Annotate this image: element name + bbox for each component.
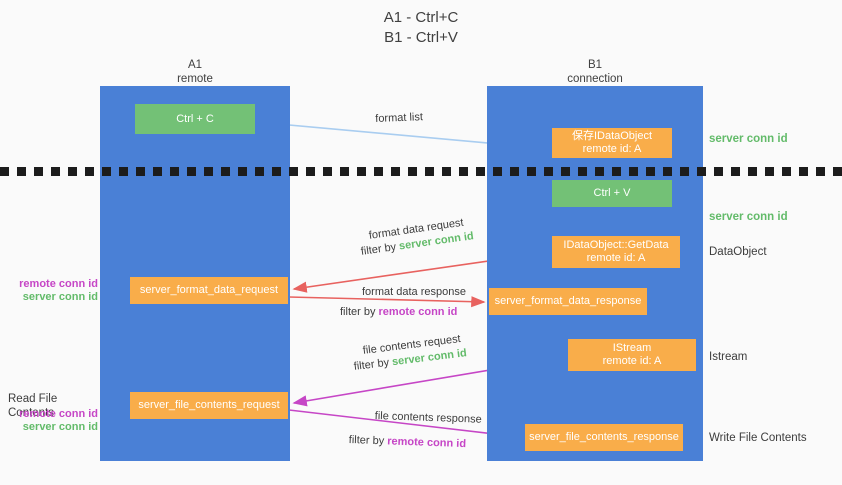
- arrow-format-data-response: [288, 296, 486, 308]
- dashed-separator-line: [0, 167, 842, 176]
- filter-prefix: filter by: [340, 306, 379, 318]
- label-conn-ids-format: remote conn id server conn id: [8, 278, 98, 304]
- arrow-label-format-data-response-filter: filter by remote conn id: [340, 305, 457, 319]
- column-header-a1: A1 remote: [177, 59, 213, 85]
- filter-key: remote conn id: [387, 435, 467, 451]
- label-read-file-contents: Read File Contents: [8, 393, 58, 419]
- node-istream[interactable]: IStream remote id: A: [568, 339, 696, 371]
- node-ctrl-v[interactable]: Ctrl + V: [552, 180, 672, 207]
- column-header-b1: B1 connection: [567, 59, 623, 85]
- arrow-label-format-list: format list: [375, 111, 424, 125]
- node-server-format-data-request[interactable]: server_format_data_request: [130, 277, 288, 304]
- label-remote-conn-id: remote conn id: [19, 408, 98, 420]
- label-remote-conn-id: remote conn id: [19, 278, 98, 290]
- label-istream: Istream: [709, 351, 748, 363]
- label-server-conn-id: server conn id: [22, 421, 98, 433]
- node-server-format-data-response[interactable]: server_format_data_response: [489, 288, 647, 315]
- filter-key: remote conn id: [378, 306, 458, 318]
- label-server-conn-id: server conn id: [22, 291, 98, 303]
- label-server-conn-id-mid: server conn id: [709, 211, 788, 223]
- node-ctrl-c[interactable]: Ctrl + C: [135, 104, 255, 134]
- label-conn-ids-file: remote conn id server conn id: [8, 408, 98, 434]
- filter-prefix: filter by: [348, 433, 388, 448]
- label-write-file-contents: Write File Contents: [709, 432, 807, 444]
- page-title: A1 - Ctrl+C B1 - Ctrl+V: [383, 9, 459, 46]
- label-dataobject: DataObject: [709, 246, 767, 258]
- node-save-idataobject[interactable]: 保存IDataObject remote id: A: [552, 128, 672, 158]
- node-server-file-contents-request[interactable]: server_file_contents_request: [130, 392, 288, 419]
- arrow-file-contents-response: [288, 409, 522, 442]
- arrow-label-format-data-response: format data response: [362, 286, 466, 298]
- label-server-conn-id-top: server conn id: [709, 133, 788, 145]
- node-idataobject-getdata[interactable]: IDataObject::GetData remote id: A: [552, 236, 680, 268]
- node-server-file-contents-response[interactable]: server_file_contents_response: [525, 424, 683, 451]
